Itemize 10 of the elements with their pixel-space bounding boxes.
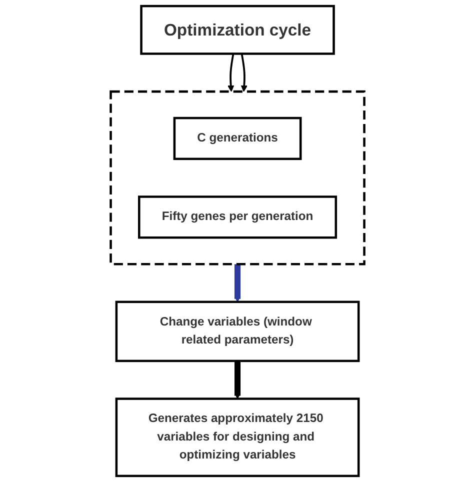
- arrow: [228, 54, 234, 92]
- arrow: [240, 54, 248, 92]
- cluster: [110, 90, 366, 266]
- node-box: C generations: [173, 116, 302, 160]
- arrow: [234, 264, 241, 302]
- node-box: Generates approximately 2150 variables for designing and optimizing variables: [115, 398, 360, 478]
- node-box: Change variables (window related parameters): [115, 300, 360, 362]
- node-box: Fifty genes per generation: [138, 196, 338, 239]
- arrow: [234, 360, 241, 400]
- node-box: Optimization cycle: [140, 4, 335, 55]
